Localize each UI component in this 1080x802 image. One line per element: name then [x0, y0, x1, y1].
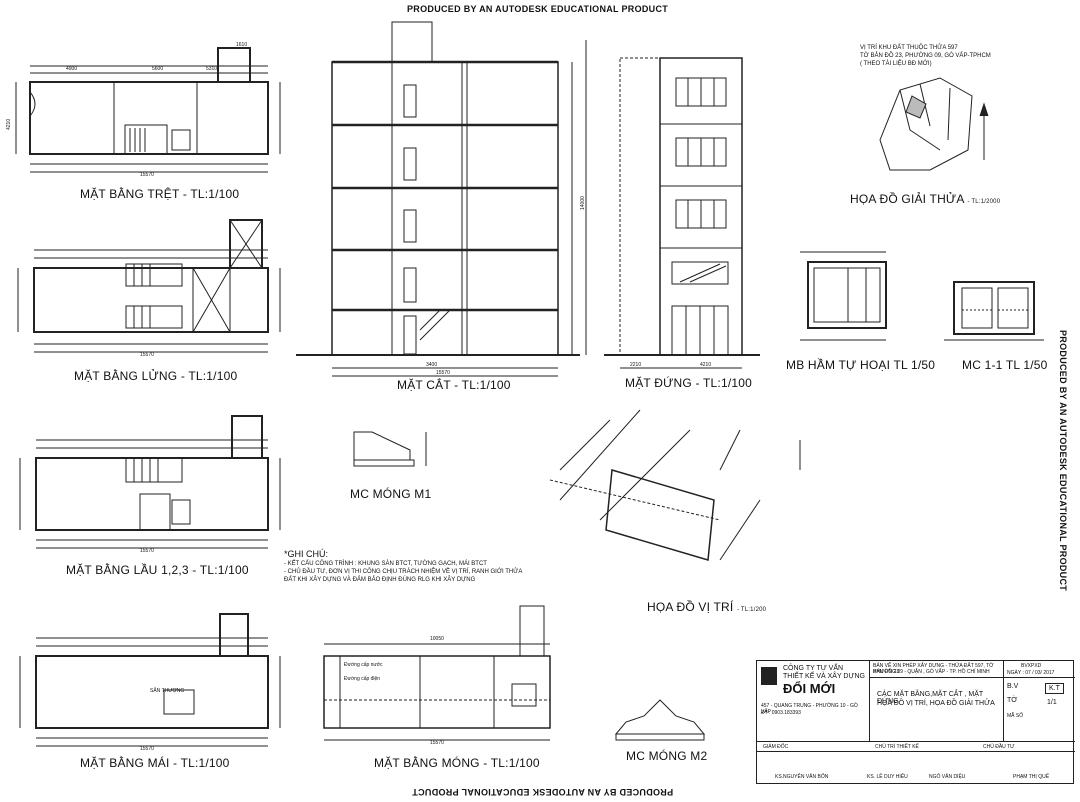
dim-ground-c: 5310: [206, 66, 217, 72]
notes-line-2: - CHỦ ĐẦU TƯ, ĐƠN VỊ THI CÔNG CHỊU TRÁCH…: [284, 569, 523, 575]
date: NGÀY : 07 / 03/ 2017: [1007, 670, 1055, 676]
title-section: MẶT CẮT - TL:1/100: [397, 378, 511, 392]
pipe-power-label: Đường cấp điện: [344, 676, 380, 682]
dim-height-total: 14000: [580, 196, 586, 210]
dim-ground-b: 5600: [152, 66, 163, 72]
roof-terrace-label: SÂN THƯỢNG: [150, 687, 184, 694]
dim-ground-a: 4900: [66, 66, 77, 72]
title-plan-mezzanine: MẶT BẰNG LỬNG - TL:1/100: [74, 369, 238, 383]
title-elevation: MẶT ĐỨNG - TL:1/100: [625, 376, 752, 390]
sheet-label: TỜ: [1007, 697, 1018, 704]
dim-mezz-total: 15570: [140, 352, 154, 358]
title-lot-plan: HỌA ĐỒ GIẢI THỬA - TL:1/2000: [850, 192, 1000, 206]
dim-ground-total: 15570: [140, 172, 154, 178]
role-lead: CHỦ TRÌ THIẾT KẾ: [875, 744, 919, 750]
project-line-2: PHƯỜNG 09 - QUẬN , GÒ VẤP - TP. HỒ CHÍ M…: [873, 669, 990, 675]
dim-ground-d: 1610: [236, 42, 247, 48]
pipe-water-label: Đường cấp nước: [344, 662, 383, 668]
phase: BVXPXD: [1021, 663, 1042, 669]
drawing-title-2: HỌA ĐỒ VỊ TRÍ, HỌA ĐỒ GIẢI THỬA: [877, 700, 995, 707]
title-footing-m1: MC MÓNG M1: [350, 487, 432, 501]
sheet-no: 1/1: [1047, 699, 1057, 706]
plan-ground-drawing: [15, 47, 281, 173]
site-location-scale: - TL:1/200: [736, 607, 767, 613]
watermark-top: PRODUCED BY AN AUTODESK EDUCATIONAL PROD…: [407, 4, 669, 14]
lot-plan-scale: - TL:1/2000: [967, 199, 1001, 205]
septic-section-drawing: [944, 281, 1044, 341]
title-septic-plan: MB HẦM TỰ HOẠI TL 1/50: [786, 358, 936, 372]
company-line-2: THIẾT KẾ VÀ XÂY DỰNG: [783, 673, 865, 680]
name-lead: KS. LÊ DUY HIẾU: [867, 774, 908, 780]
role-director: GIÁM ĐỐC: [763, 744, 789, 750]
title-foundation-plan: MẶT BẰNG MÓNG - TL:1/100: [374, 756, 540, 770]
notes-line-3: ĐẤT KHI XÂY DỰNG VÀ ĐẢM BẢO ĐỊNH ĐÚNG RL…: [284, 577, 476, 583]
section-drawing: [296, 21, 587, 377]
title-block: CÔNG TY TƯ VẤN THIẾT KẾ VÀ XÂY DỰNG ĐỔI …: [756, 660, 1075, 784]
footing-m1-drawing: [353, 431, 427, 467]
company-name: ĐỔI MỚI: [783, 681, 836, 696]
dim-section-total: 15570: [436, 370, 450, 376]
lot-info-line-2: TỜ BẢN ĐỒ 23, PHƯỜNG 09, GÒ VẤP-TPHCM: [860, 53, 991, 59]
dim-floor-total: 15570: [140, 548, 154, 554]
dim-elev-a: 2210: [630, 362, 641, 368]
title-plan-ground: MẶT BẰNG TRỆT - TL:1/100: [80, 187, 240, 201]
lot-plan-drawing: [879, 77, 989, 171]
general-notes: *GHI CHÚ: - KẾT CẤU CÔNG TRÌNH : KHUNG S…: [284, 549, 522, 584]
site-location-name: HỌA ĐỒ VỊ TRÍ: [647, 600, 734, 614]
title-footing-m2: MC MÓNG M2: [626, 749, 708, 763]
dim-roof-total: 15570: [140, 746, 154, 752]
company-logo: [761, 667, 777, 685]
sheet-code: K.T: [1045, 683, 1064, 694]
dim-ground-width: 4210: [6, 119, 12, 130]
project-cell: BẢN VẼ XIN PHÉP XÂY DỰNG - THỬA ĐẤT 597,…: [869, 661, 1004, 741]
dim-found-a: 10050: [430, 636, 444, 642]
sheet-cell: BVXPXD NGÀY : 07 / 03/ 2017 B.V K.T TỜ 1…: [1003, 661, 1075, 741]
plan-floors-drawing: [19, 415, 281, 549]
sheet-code-label: B.V: [1007, 683, 1019, 690]
notes-heading: *GHI CHÚ:: [284, 549, 329, 559]
dim-found-total: 15570: [430, 740, 444, 746]
name-owner-2: PHẠM THỊ QUẾ: [1013, 774, 1050, 780]
company-phone: ĐT : 0903.183393: [761, 710, 801, 716]
footing-m2-drawing: [614, 699, 706, 741]
title-site-location: HỌA ĐỒ VỊ TRÍ - TL:1/200: [647, 600, 766, 614]
company-addr: 457 - QUANG TRUNG - PHƯỜNG 10 - GÒ VẤP: [761, 703, 858, 715]
lot-plan-name: HỌA ĐỒ GIẢI THỬA: [850, 192, 964, 206]
plan-roof-drawing: [19, 613, 281, 747]
company-line-1: CÔNG TY TƯ VẤN: [783, 665, 844, 672]
title-plan-floors: MẶT BẰNG LẦU 1,2,3 - TL:1/100: [66, 563, 249, 577]
role-owner: CHỦ ĐẦU TƯ: [983, 744, 1015, 750]
lot-info-line-3: ( THEO TÀI LIỆU BĐ MỚI): [860, 61, 932, 67]
drawing-title-1: CÁC MẶT BẰNG,MẶT CẮT , MẶT ĐỨNG: [877, 691, 984, 705]
septic-plan-drawing: [800, 251, 887, 341]
site-location-drawing: [549, 409, 801, 561]
dim-section-b: 3400: [426, 362, 437, 368]
name-director: KS.NGUYỄN VĂN BỐN: [775, 774, 829, 780]
lot-info-line-1: VỊ TRÍ KHU ĐẤT THUỘC THỬA 597: [860, 45, 958, 51]
project-line-1: BẢN VẼ XIN PHÉP XÂY DỰNG - THỬA ĐẤT 597,…: [873, 663, 994, 675]
foundation-plan-drawing: [323, 605, 551, 741]
title-plan-roof: MẶT BẰNG MÁI - TL:1/100: [80, 756, 230, 770]
plan-mezzanine-drawing: [17, 219, 281, 353]
name-owner-1: NGÔ VĂN DIỆU: [929, 774, 966, 780]
notes-line-1: - KẾT CẤU CÔNG TRÌNH : KHUNG SÀN BTCT, T…: [284, 561, 487, 567]
dim-elev-b: 4210: [700, 362, 711, 368]
company-cell: CÔNG TY TƯ VẤN THIẾT KẾ VÀ XÂY DỰNG ĐỔI …: [757, 661, 870, 741]
elevation-drawing: [604, 57, 760, 369]
file-label: MÃ SỐ: [1007, 713, 1024, 719]
lot-info: VỊ TRÍ KHU ĐẤT THUỘC THỬA 597 TỜ BẢN ĐỒ …: [860, 44, 991, 68]
title-septic-section: MC 1-1 TL 1/50: [962, 358, 1048, 372]
